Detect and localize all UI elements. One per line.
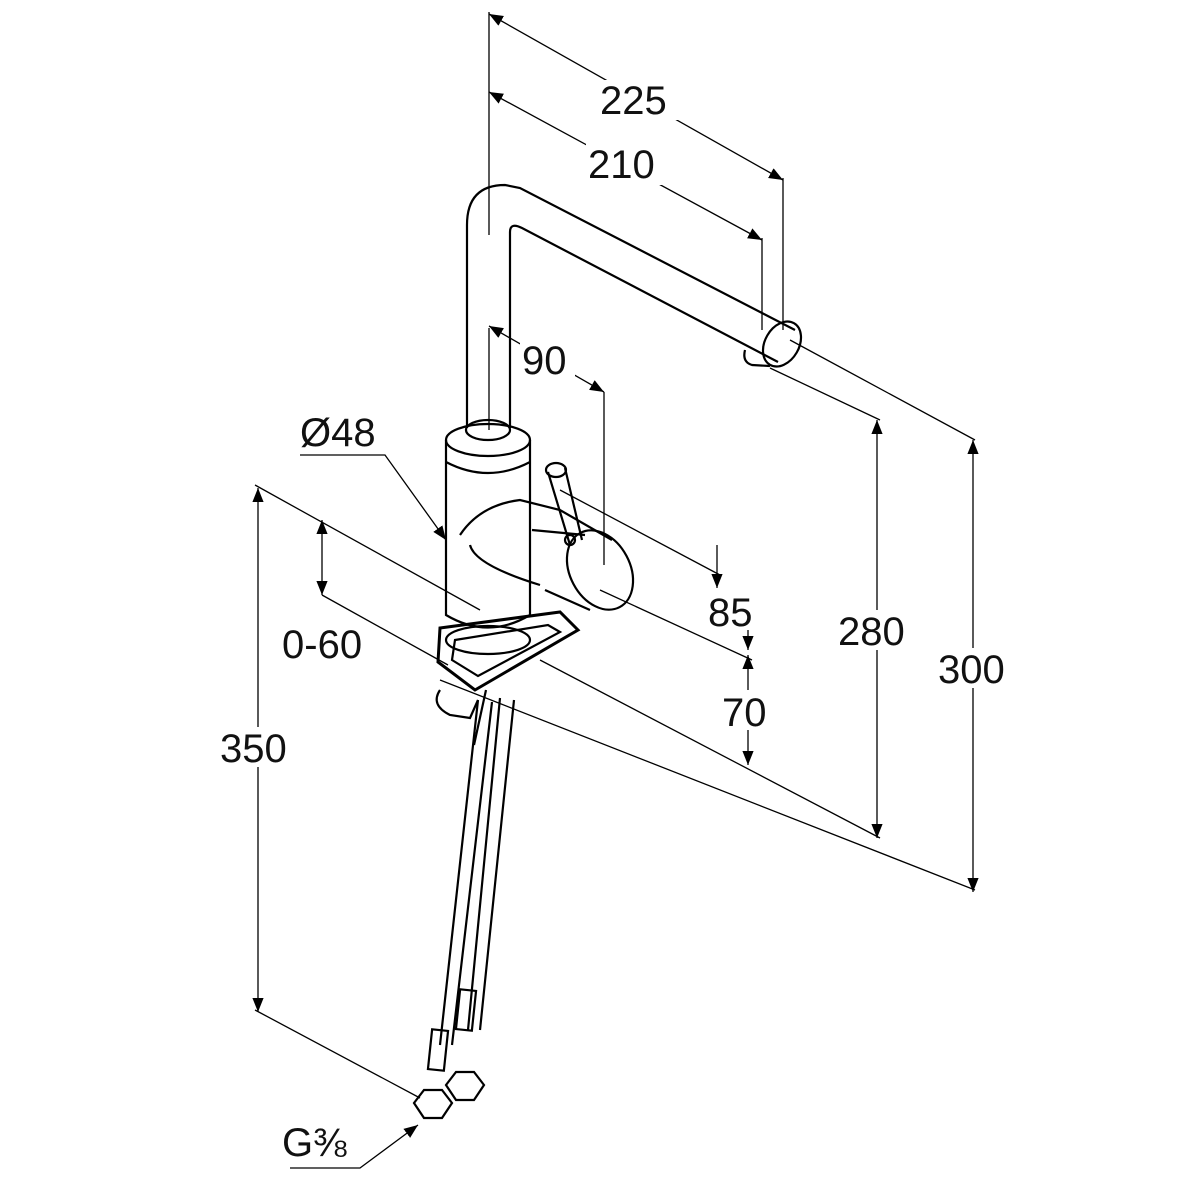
label-300: 300 bbox=[938, 648, 1005, 692]
handle-cylinder-side bbox=[531, 528, 591, 612]
lever-housing bbox=[459, 498, 613, 587]
body-top-ellipse bbox=[444, 422, 532, 458]
dimension-lines bbox=[252, 13, 979, 1169]
hex-nut-left bbox=[412, 1088, 454, 1120]
faucet-body bbox=[412, 183, 803, 1120]
label-thread: G⅜ bbox=[282, 1121, 347, 1165]
body-top-ring bbox=[445, 461, 531, 475]
hose-fitting-right bbox=[454, 988, 478, 1032]
label-280: 280 bbox=[838, 610, 905, 654]
extension-lines bbox=[254, 12, 976, 1099]
mount-triangle-inner bbox=[450, 623, 563, 678]
spout-inner-outline bbox=[508, 224, 779, 428]
label-225: 225 bbox=[600, 79, 667, 123]
lever-pivot bbox=[563, 533, 577, 547]
spout-outline bbox=[465, 183, 796, 428]
spout-outlet bbox=[761, 320, 803, 368]
lever-tip bbox=[544, 461, 568, 479]
label-0-60: 0-60 bbox=[282, 623, 362, 667]
supply-hose-left bbox=[438, 699, 494, 1046]
hex-nut-right bbox=[444, 1070, 486, 1102]
label-90: 90 bbox=[522, 339, 567, 383]
label-350: 350 bbox=[220, 727, 287, 771]
aerator-outline bbox=[743, 349, 771, 368]
spout-base-ellipse bbox=[464, 418, 512, 442]
label-85: 85 bbox=[708, 591, 753, 635]
lever-stick bbox=[546, 467, 584, 546]
mount-triangle bbox=[436, 610, 581, 692]
label-70: 70 bbox=[722, 691, 767, 735]
label-210: 210 bbox=[588, 143, 655, 187]
leader-thread bbox=[290, 1124, 419, 1169]
mount-base-ellipse bbox=[444, 624, 532, 656]
supply-hose-right bbox=[466, 697, 516, 1031]
label-d48: Ø48 bbox=[300, 411, 376, 455]
hose-fitting-left bbox=[426, 1028, 450, 1072]
leader-d48 bbox=[300, 454, 447, 541]
threaded-rod bbox=[472, 689, 488, 746]
dimension-labels: 225 210 90 Ø48 85 70 0-60 350 280 300 G⅜ bbox=[218, 79, 1016, 1165]
clamp-plate bbox=[435, 689, 480, 720]
